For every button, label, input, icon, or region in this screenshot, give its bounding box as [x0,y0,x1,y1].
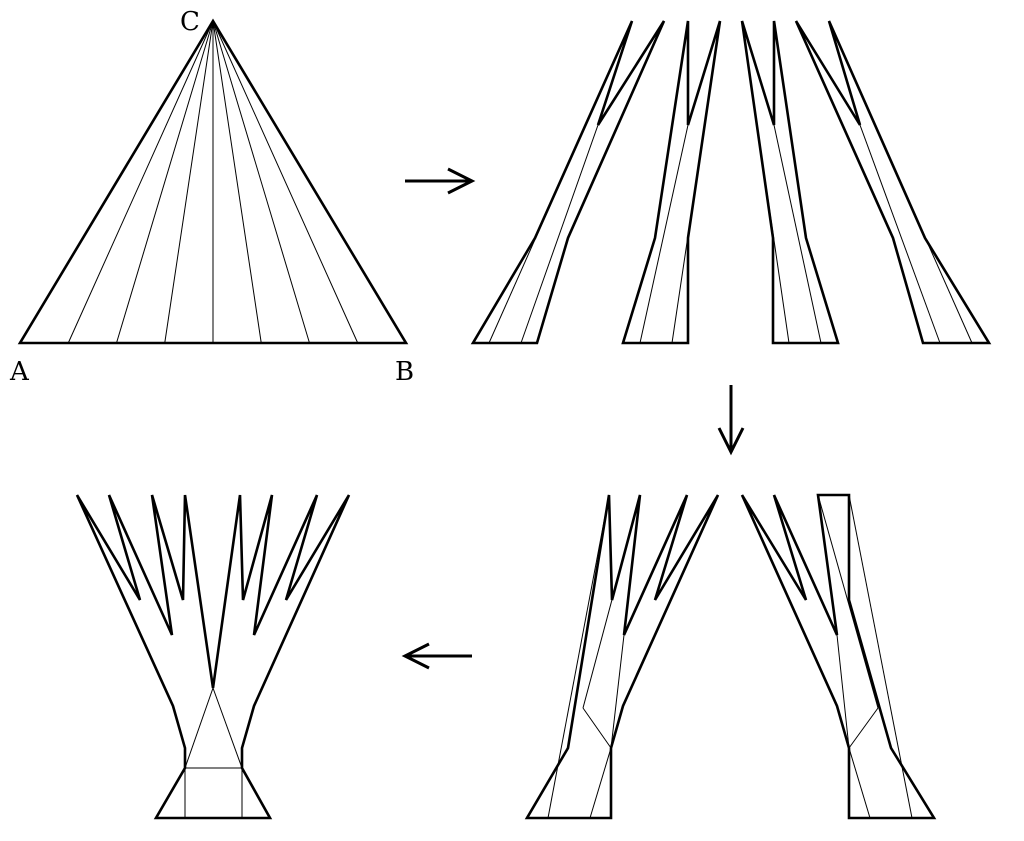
vertex-label-a: A [9,357,30,387]
vertex-label-c: C [180,7,200,37]
strip-pair-4 [794,20,992,345]
triangle-strip-divider [67,20,214,344]
half-right [740,493,937,820]
reassembled-figure [75,494,351,820]
half-left-inner-line [547,494,610,819]
arrow-down-head [717,427,745,456]
strip-pair-4-inner-line [859,124,941,344]
triangle-strip-divider [212,20,359,344]
strip-pair-3-inner-line [741,20,790,344]
half-left [524,494,720,820]
half-right-inner-line [848,707,879,749]
half-left-inner-line [582,707,612,749]
half-left-inner-line [610,634,625,749]
strip-pair-2 [621,20,722,345]
half-right-inner-line [848,494,913,819]
half-right-inner-line [848,747,871,819]
strip-pair-3 [740,20,840,345]
triangle-strip-divider [212,20,310,344]
arrow-right-head [447,167,476,195]
strip-pair-2-inner-line [639,124,689,344]
half-left-inner-line [582,494,641,709]
strip-pair-4-inner-line [828,20,973,344]
triangle-strip-divider [116,20,214,344]
arrow-left-head [401,642,430,670]
half-right-inner-line [817,494,879,709]
strip-pair-1-inner-line [520,124,599,344]
diagram-art [17,18,992,820]
triangle-strip-divider [212,20,262,344]
strip-pair-1-inner-line [488,20,633,344]
strip-pair-1 [470,20,666,345]
reassembled-inner-line [212,687,243,769]
triangle-strip-divider [164,20,214,344]
vertex-label-b: B [395,357,414,387]
half-right-inner-line [836,634,850,749]
strip-pair-3-inner-line [773,124,822,344]
half-left-inner-line [589,747,612,819]
reassembled-inner-line [184,687,214,769]
strip-pair-2-inner-line [671,20,721,344]
